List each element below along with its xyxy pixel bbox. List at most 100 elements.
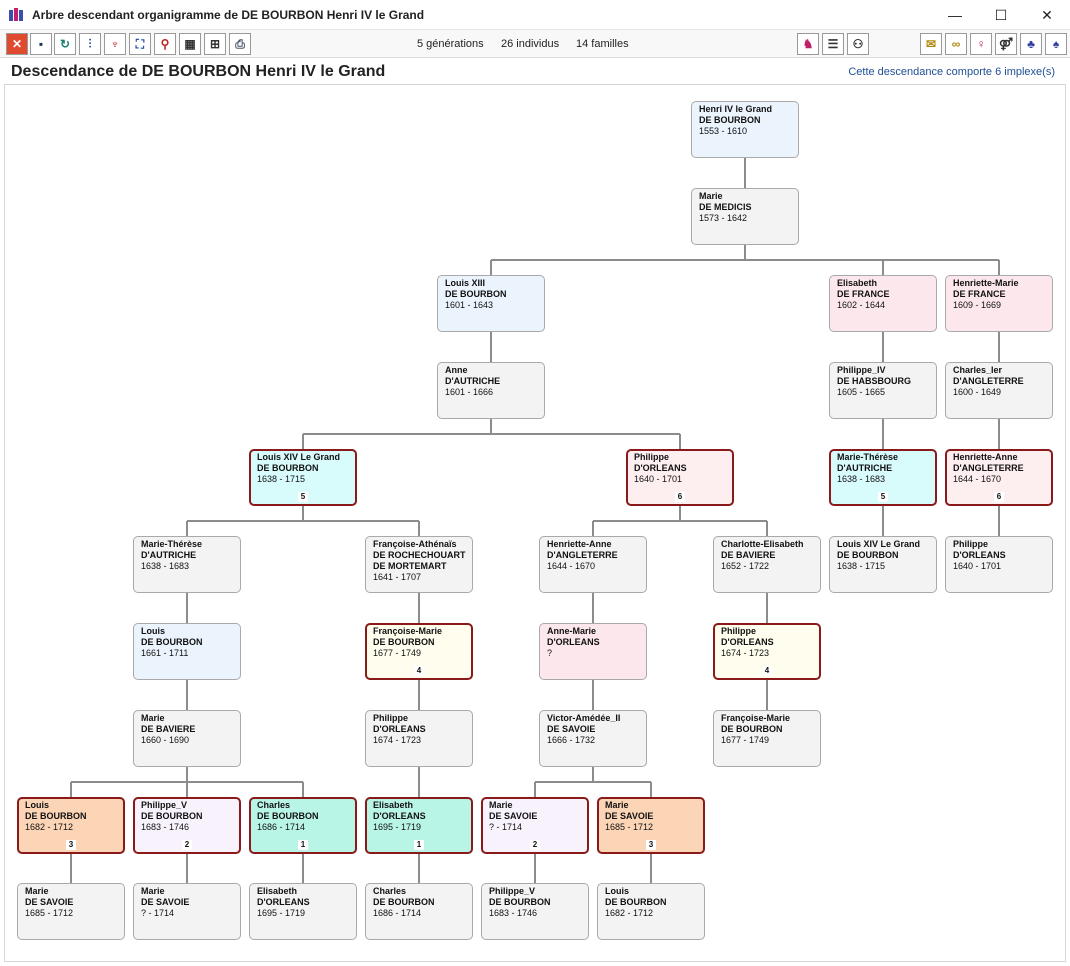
person-detail: 1640 - 1701 [953, 561, 1002, 571]
person-given-name: Philippe_IV [837, 365, 886, 375]
person-given-name: Philippe [634, 452, 670, 462]
person-detail: 1601 - 1666 [445, 387, 494, 397]
toolbar: ✕▪↻⫶♆⛶⚲▦⊞⎙ 5 générations 26 individus 14… [0, 30, 1070, 58]
person-detail: 1674 - 1723 [373, 735, 422, 745]
implexe-link[interactable]: Cette descendance comporte 6 implexe(s) [848, 66, 1055, 78]
person-surname: DE BOURBON [25, 811, 87, 821]
group-button[interactable]: ♣ [1020, 33, 1042, 55]
person-given-name: Elisabeth [373, 800, 414, 810]
person-surname: D'ORLEANS [547, 637, 600, 647]
list-button[interactable]: ☰ [822, 33, 844, 55]
settings-sliders-button[interactable]: ⫶ [79, 33, 101, 55]
person-given-name: Anne-Marie [547, 626, 597, 636]
person-detail: 1677 - 1749 [721, 735, 770, 745]
person-button[interactable]: ⚇ [847, 33, 869, 55]
person-surname: DE BOURBON [605, 897, 667, 907]
close-tree-button-button[interactable]: ✕ [6, 33, 28, 55]
person-detail: 1660 - 1690 [141, 735, 190, 745]
person-given-name: Françoise-Marie [373, 626, 443, 636]
individuals-count: 26 individus [501, 38, 560, 50]
person-surname: DE HABSBOURG [837, 376, 912, 386]
person-given-name: Philippe_V [489, 886, 536, 896]
card-button[interactable]: ✉ [920, 33, 942, 55]
person-surname: D'AUTRICHE [837, 463, 893, 473]
person-surname: D'ORLEANS [953, 550, 1006, 560]
save-button[interactable]: ▪ [30, 33, 52, 55]
close-window-button[interactable]: ✕ [1024, 0, 1070, 30]
refresh-button[interactable]: ↻ [54, 33, 76, 55]
person-surname: D'ORLEANS [373, 724, 426, 734]
person-given-name: Philippe [721, 626, 757, 636]
film-button[interactable]: ▦ [179, 33, 201, 55]
person-given-name: Charlotte-Elisabeth [721, 539, 804, 549]
person-detail: ? - 1714 [489, 822, 523, 832]
grid-button[interactable]: ⊞ [204, 33, 226, 55]
print-button[interactable]: ⎙ [229, 33, 251, 55]
people-button[interactable]: ♠ [1045, 33, 1067, 55]
couple-button[interactable]: ⚤ [995, 33, 1017, 55]
person-detail: ? - 1714 [141, 908, 175, 918]
rings-button[interactable]: ∞ [945, 33, 967, 55]
person-detail: 1683 - 1746 [489, 908, 538, 918]
minimize-button[interactable]: — [932, 0, 978, 30]
title-bar: Arbre descendant organigramme de DE BOUR… [0, 0, 1070, 30]
person-detail: 1666 - 1732 [547, 735, 596, 745]
fit-screen-button[interactable]: ⛶ [129, 33, 151, 55]
person-detail: 1644 - 1670 [547, 561, 596, 571]
implexe-badge: 1 [414, 840, 424, 850]
person-detail: DE MORTEMART [373, 561, 447, 571]
family-button[interactable]: ♞ [797, 33, 819, 55]
person-given-name: Louis [25, 800, 49, 810]
person-surname: DE BOURBON [257, 463, 319, 473]
female-button[interactable]: ♀ [970, 33, 992, 55]
person-surname: DE BOURBON [489, 897, 551, 907]
person-detail: 1686 - 1714 [373, 908, 422, 918]
bird-button[interactable]: ♆ [104, 33, 126, 55]
zoom-button[interactable]: ⚲ [154, 33, 176, 55]
implexe-badge: 2 [530, 840, 540, 850]
minimize-icon: — [948, 7, 962, 23]
close-tree-button-icon: ✕ [11, 37, 23, 51]
maximize-button[interactable]: ☐ [978, 0, 1024, 30]
person-given-name: Marie-Thérèse [141, 539, 203, 549]
